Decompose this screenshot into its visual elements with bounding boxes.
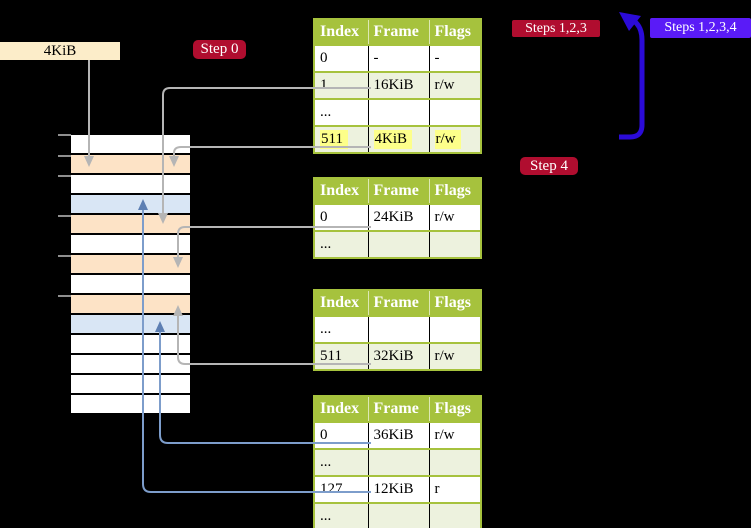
table-row: 511 4KiB r/w bbox=[314, 126, 481, 153]
table-cell: ... bbox=[314, 316, 369, 343]
table-cell: 1 bbox=[314, 72, 369, 99]
memory-frame-free bbox=[71, 275, 190, 295]
table-cell: 16KiB bbox=[368, 72, 430, 99]
table-cell: ... bbox=[314, 99, 369, 126]
memory-frame-page-table bbox=[71, 255, 190, 275]
table-row: 0-- bbox=[314, 45, 481, 72]
column-header: Index bbox=[314, 290, 369, 316]
badge-step-4: Step 4 bbox=[520, 157, 578, 175]
highlighted-value: 4KiB bbox=[373, 130, 413, 149]
memory-frame-free bbox=[71, 335, 190, 355]
column-header: Frame bbox=[368, 19, 430, 45]
table-cell bbox=[368, 316, 430, 343]
table-cell: r/w bbox=[429, 204, 481, 231]
column-header: Frame bbox=[368, 178, 430, 204]
table-row: ... bbox=[314, 449, 481, 476]
tick-mark bbox=[58, 255, 71, 257]
table-row: ... bbox=[314, 231, 481, 258]
table-cell bbox=[429, 99, 481, 126]
recursive-loop-arrow-line bbox=[619, 19, 645, 140]
column-header: Index bbox=[314, 19, 369, 45]
table-cell: ... bbox=[314, 449, 369, 476]
memory-frame-page-table bbox=[71, 155, 190, 175]
table-cell: ... bbox=[314, 231, 369, 258]
table-cell bbox=[429, 231, 481, 258]
frame-label-box: 4KiB bbox=[0, 42, 120, 60]
table-cell: 0 bbox=[314, 422, 369, 449]
tick-mark bbox=[58, 295, 71, 297]
table-cell: ... bbox=[314, 503, 369, 528]
table-cell: - bbox=[368, 45, 430, 72]
table-cell bbox=[368, 231, 430, 258]
table-cell: - bbox=[429, 45, 481, 72]
memory-frame-free bbox=[71, 395, 190, 415]
table-row: ... bbox=[314, 99, 481, 126]
table-cell bbox=[368, 503, 430, 528]
table-cell bbox=[429, 316, 481, 343]
table-cell: r/w bbox=[429, 126, 481, 153]
tick-mark bbox=[58, 175, 71, 177]
table-cell: 24KiB bbox=[368, 204, 430, 231]
tick-mark bbox=[58, 155, 71, 157]
table-cell: r/w bbox=[429, 343, 481, 370]
table-cell: 36KiB bbox=[368, 422, 430, 449]
table-cell: 32KiB bbox=[368, 343, 430, 370]
table-row: ... bbox=[314, 503, 481, 528]
table-cell: 511 bbox=[314, 343, 369, 370]
table-cell: r bbox=[429, 476, 481, 503]
table-cell: 0 bbox=[314, 204, 369, 231]
memory-frame-free bbox=[71, 375, 190, 395]
memory-frame-free bbox=[71, 135, 190, 155]
column-header: Flags bbox=[429, 19, 481, 45]
physical-memory-strip bbox=[71, 135, 190, 415]
column-header: Frame bbox=[368, 290, 430, 316]
table-cell: 4KiB bbox=[368, 126, 430, 153]
column-header: Index bbox=[314, 178, 369, 204]
column-header: Flags bbox=[429, 178, 481, 204]
memory-frame-mapped-page bbox=[71, 315, 190, 335]
column-header: Frame bbox=[368, 396, 430, 422]
tick-mark bbox=[58, 134, 71, 136]
table-cell: r/w bbox=[429, 72, 481, 99]
memory-frame-free bbox=[71, 235, 190, 255]
tick-mark bbox=[58, 215, 71, 217]
table-cell: 12KiB bbox=[368, 476, 430, 503]
highlighted-value: 511 bbox=[320, 130, 348, 149]
table-cell bbox=[368, 99, 430, 126]
column-header: Flags bbox=[429, 396, 481, 422]
highlighted-value: r/w bbox=[434, 130, 461, 149]
badge-steps-123: Steps 1,2,3 bbox=[512, 20, 600, 37]
table-cell bbox=[429, 449, 481, 476]
table-row: ... bbox=[314, 316, 481, 343]
table-cell: 0 bbox=[314, 45, 369, 72]
column-header: Index bbox=[314, 396, 369, 422]
memory-frame-page-table bbox=[71, 295, 190, 315]
table-cell: 127 bbox=[314, 476, 369, 503]
table-cell: r/w bbox=[429, 422, 481, 449]
column-header: Flags bbox=[429, 290, 481, 316]
badge-steps-1234: Steps 1,2,3,4 bbox=[650, 18, 751, 38]
table-cell: 511 bbox=[314, 126, 369, 153]
memory-frame-free bbox=[71, 175, 190, 195]
badge-step-0: Step 0 bbox=[193, 40, 246, 59]
table-cell bbox=[429, 503, 481, 528]
memory-frame-free bbox=[71, 355, 190, 375]
memory-frame-mapped-page bbox=[71, 195, 190, 215]
table-cell bbox=[368, 449, 430, 476]
memory-frame-page-table bbox=[71, 215, 190, 235]
recursive-loop-arrow-head-icon bbox=[619, 12, 641, 31]
